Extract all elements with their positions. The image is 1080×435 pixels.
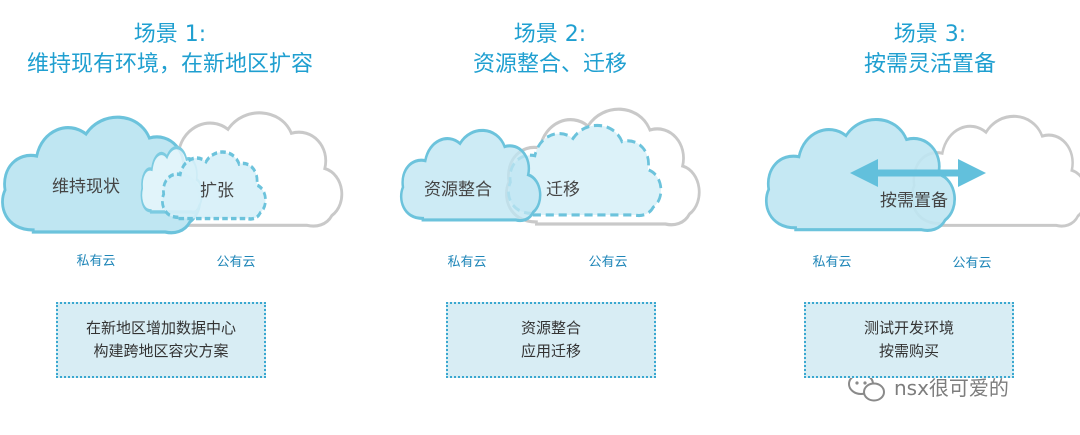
watermark-text: nsx很可爱的 (894, 375, 1009, 400)
scenario-2-title-line: 场景 2: (513, 22, 587, 47)
scenario-2-box-line-2: 应用迁移 (520, 342, 581, 360)
scenario-1-private-label: 私有云 (76, 254, 116, 269)
scenario-2-subtitle: 资源整合、迁移 (472, 52, 627, 77)
wechat-icon (848, 373, 885, 402)
scenario-1-box-line-1: 在新地区增加数据中心 (85, 319, 236, 337)
scenario-1-title-line: 场景 1: (133, 22, 207, 47)
scenario-2-private-label: 私有云 (447, 255, 487, 270)
scenario-1-description-box: 在新地区增加数据中心 构建跨地区容灾方案 (56, 302, 266, 378)
scenario-1-right-cloud-label: 扩张 (200, 181, 234, 201)
scenario-1-subtitle: 维持现有环境，在新地区扩容 (26, 52, 313, 77)
scenario-1-title: 场景 1: 维持现有环境，在新地区扩容 (0, 20, 340, 80)
scenario-3-box-line-2: 按需购买 (878, 342, 939, 360)
scenario-1-box-line-2: 构建跨地区容灾方案 (93, 342, 229, 360)
scenario-2-description-box: 资源整合 应用迁移 (446, 302, 656, 378)
scenario-1-public-label: 公有云 (216, 255, 256, 270)
scenario-2-right-cloud-label: 迁移 (546, 180, 580, 200)
scenario-3-subtitle: 按需灵活置备 (863, 52, 996, 77)
scenario-2-title: 场景 2: 资源整合、迁移 (400, 20, 700, 80)
scenario-3-box-line-1: 测试开发环境 (863, 319, 954, 337)
scenario-3-center-label: 按需置备 (880, 191, 948, 211)
scenario-2-public-label: 公有云 (588, 255, 628, 270)
watermark: nsx很可爱的 (848, 368, 1009, 404)
scenario-1-left-cloud-label: 维持现状 (52, 177, 120, 197)
scenario-3-public-label: 公有云 (952, 256, 992, 271)
scenario-3-description-box: 测试开发环境 按需购买 (804, 302, 1014, 378)
scenario-3-title-line: 场景 3: (893, 22, 967, 47)
scenario-2-left-cloud-label: 资源整合 (424, 180, 492, 200)
scenario-2-box-line-1: 资源整合 (520, 319, 581, 337)
scenario-3-title: 场景 3: 按需灵活置备 (780, 20, 1080, 80)
scenario-3-private-label: 私有云 (812, 255, 852, 270)
